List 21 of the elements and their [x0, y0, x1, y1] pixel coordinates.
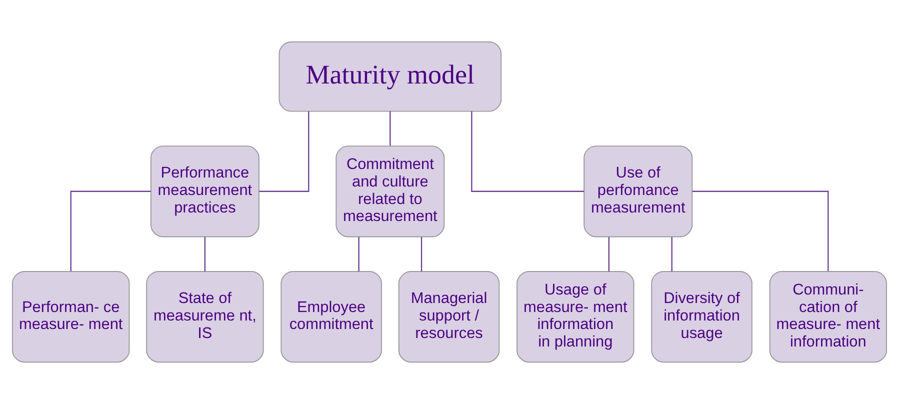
connector — [420, 237, 422, 272]
connector — [671, 237, 672, 272]
node-box: Performance measurement practices — [150, 146, 260, 238]
node-box: Communi- cation of measure- ment information — [769, 270, 887, 363]
node-box: Usage of measure- ment information in planning — [516, 270, 634, 363]
node-box: Use of perfomance measurement — [584, 146, 693, 238]
node-box: Employee commitment — [280, 270, 382, 363]
node-box: State of measureme nt, IS — [146, 270, 264, 363]
connector — [70, 190, 151, 272]
connector — [692, 190, 829, 272]
connector — [390, 111, 391, 146]
node-box: Performan- ce measure- ment — [12, 270, 130, 363]
node-box: Diversity of information usage — [651, 270, 752, 363]
node-box: Maturity model — [278, 41, 502, 112]
node-box: Commitment and culture related to measurement — [336, 146, 445, 238]
connector — [259, 111, 310, 192]
connector — [358, 237, 360, 272]
connector — [608, 237, 610, 272]
node-box: Managerial support / resources — [398, 270, 500, 363]
connector — [204, 237, 206, 272]
connector — [471, 111, 584, 192]
